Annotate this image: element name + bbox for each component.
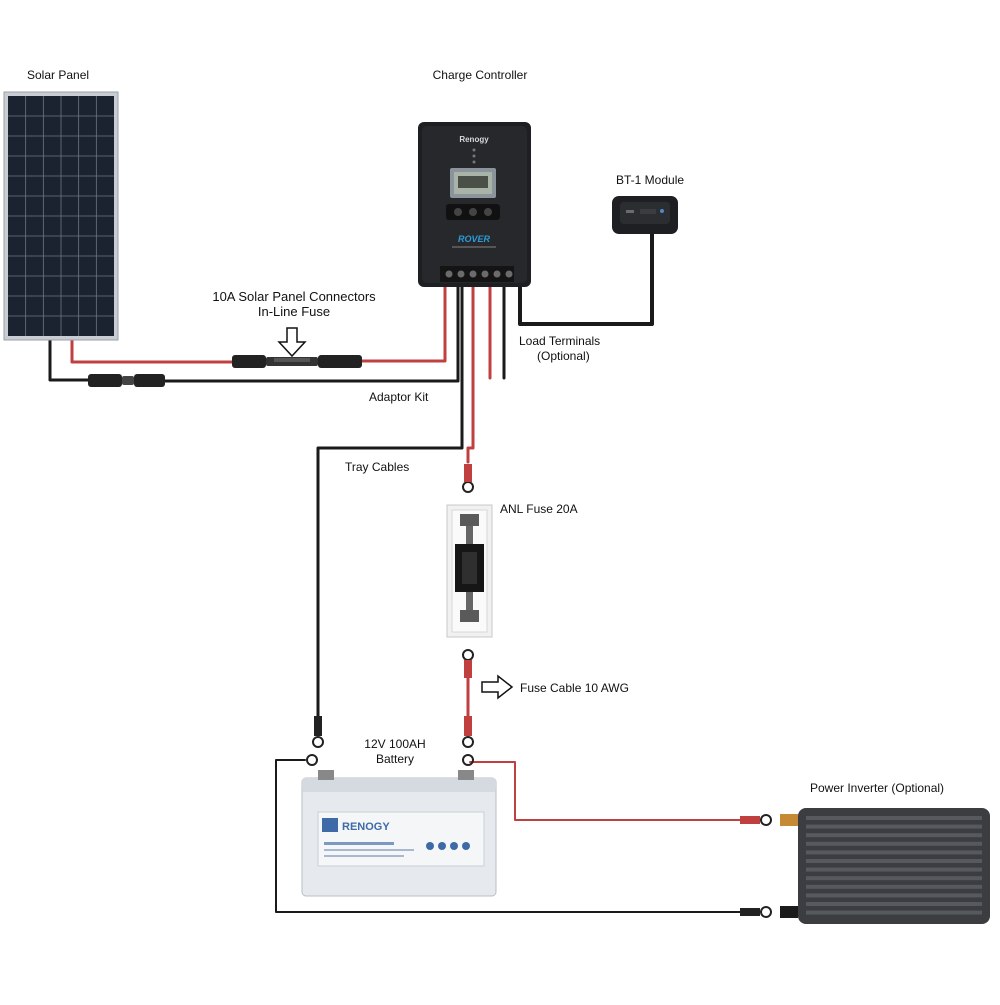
controller-model: ROVER — [458, 234, 491, 244]
battery-inverter-black — [275, 759, 746, 913]
controller-battery-red — [466, 283, 475, 464]
battery-inverter-red — [469, 761, 746, 821]
label-charge-controller: Charge Controller — [432, 68, 528, 82]
bt-module-cable — [518, 230, 654, 326]
solar-panel — [3, 91, 119, 341]
label-load-terminals: Load Terminals — [519, 334, 601, 348]
label-fuse-cable: Fuse Cable 10 AWG — [520, 681, 629, 695]
inverter-fin — [806, 867, 982, 872]
inverter-fins — [806, 816, 982, 915]
solar-cells — [8, 96, 114, 336]
inline-connectors — [232, 355, 362, 368]
inverter-fin — [806, 893, 982, 898]
inverter-fin — [806, 841, 982, 846]
ring-terminal — [760, 906, 772, 918]
label-tray-cables: Tray Cables — [345, 460, 410, 474]
label-anl-fuse: ANL Fuse 20A — [500, 502, 578, 516]
label-load-optional: (Optional) — [537, 349, 590, 363]
panel-positive-wire — [70, 338, 234, 364]
tray-black-wire — [316, 283, 464, 718]
inverter-fin — [806, 884, 982, 889]
inverter-fin — [806, 824, 982, 829]
controller-brand: Renogy — [459, 135, 489, 144]
inverter-fin — [806, 850, 982, 855]
inverter-fin — [806, 876, 982, 881]
ring-terminal — [462, 736, 474, 748]
ring-terminals — [306, 481, 772, 918]
ring-terminal — [462, 481, 474, 493]
terminal-crimps — [314, 464, 760, 916]
inverter-fin — [806, 859, 982, 863]
panel-negative-wire — [48, 338, 90, 382]
ring-terminal — [462, 649, 474, 661]
inverter-fin — [806, 910, 982, 915]
charge-controller: Renogy ROVER — [418, 122, 531, 287]
adaptor-black-wire — [163, 283, 460, 383]
connector-to-controller-red — [360, 283, 447, 363]
ring-terminal — [462, 754, 474, 766]
inverter-fin — [806, 902, 982, 906]
battery: RENOGY — [301, 770, 497, 897]
ring-terminal — [760, 814, 772, 826]
ring-terminal — [306, 754, 318, 766]
inverter-fin — [806, 816, 982, 820]
label-battery: Battery — [375, 752, 415, 766]
adaptor-kit-connectors — [88, 374, 165, 387]
inverter-fin — [806, 833, 982, 838]
bt-module — [612, 196, 678, 234]
label-bt-module: BT-1 Module — [616, 173, 685, 187]
fuse-arrow-icon — [277, 327, 307, 358]
label-solar-panel: Solar Panel — [27, 68, 90, 82]
ring-terminal — [312, 736, 324, 748]
battery-brand: RENOGY — [342, 821, 390, 833]
fuse-cable-arrow-icon — [481, 674, 514, 700]
label-battery-capacity: 12V 100AH — [364, 737, 426, 751]
power-inverter — [780, 808, 990, 924]
label-power-inverter: Power Inverter (Optional) — [810, 781, 945, 795]
wires — [48, 230, 746, 913]
label-adaptor-kit: Adaptor Kit — [369, 390, 429, 404]
label-inline-fuse: In-Line Fuse — [257, 304, 331, 319]
anl-fuse — [446, 504, 493, 638]
label-connectors: 10A Solar Panel Connectors — [212, 289, 376, 304]
